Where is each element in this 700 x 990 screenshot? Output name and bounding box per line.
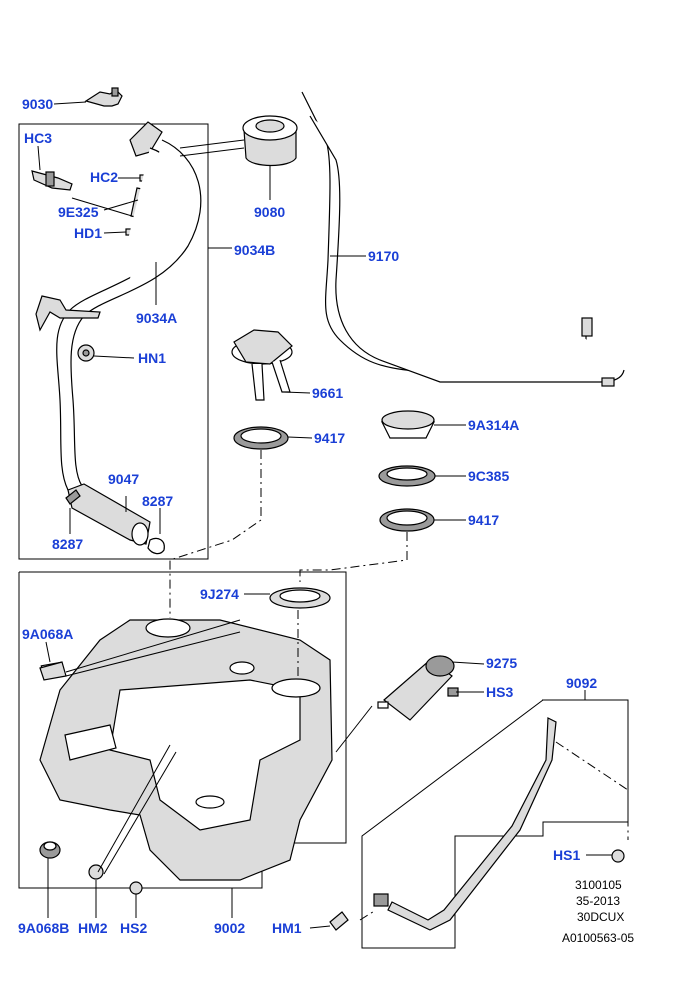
callout-9030: 9030 [22, 96, 53, 112]
callout-9e325: 9E325 [58, 204, 99, 220]
callout-hn1: HN1 [138, 350, 166, 366]
fuel-tank-9002 [39, 618, 333, 881]
callout-9417-lower: 9417 [468, 512, 499, 528]
callout-8287-left: 8287 [52, 536, 83, 552]
fuel-pump-module-9661 [231, 329, 293, 401]
callout-9002: 9002 [214, 920, 245, 936]
lock-ring-9j274 [269, 587, 331, 609]
ref-line-2: 35-2013 [576, 894, 620, 908]
callout-9a068a: 9A068A [22, 626, 73, 642]
callout-hm2: HM2 [78, 920, 108, 936]
callout-hc3: HC3 [24, 130, 52, 146]
callout-9275: 9275 [486, 655, 517, 671]
callout-9034a: 9034A [136, 310, 177, 326]
filler-neck-assembly [31, 121, 202, 555]
callout-9c385: 9C385 [468, 468, 509, 484]
filler-group-frame [18, 123, 209, 560]
callout-hs2: HS2 [120, 920, 147, 936]
assembly-line-e [359, 909, 377, 921]
callout-9661: 9661 [312, 385, 343, 401]
seal-9417-upper [233, 426, 289, 450]
ref-line-3: 30DCUX [577, 910, 624, 924]
assembly-line-a [169, 450, 262, 618]
callout-9417-upper: 9417 [314, 430, 345, 446]
assembly-line-b [299, 532, 408, 582]
ref-line-4: A0100563-05 [562, 931, 634, 945]
filler-housing-9080 [242, 115, 298, 167]
strap-group-frame [361, 699, 629, 949]
cover-9a314a [381, 410, 435, 439]
fastener-hs2 [129, 881, 143, 895]
tank-strap-9092 [373, 717, 557, 931]
fuel-filter-9275 [377, 655, 459, 721]
ref-line-1: 3100105 [575, 878, 622, 892]
callout-9034b: 9034B [234, 242, 275, 258]
callout-hm1: HM1 [272, 920, 302, 936]
callout-hs3: HS3 [486, 684, 513, 700]
lock-ring-9c385 [378, 465, 436, 487]
vent-valve-9030 [84, 87, 123, 107]
fastener-hs1 [611, 849, 625, 863]
callout-9j274: 9J274 [200, 586, 239, 602]
assembly-line-d [555, 741, 629, 840]
callout-8287-right: 8287 [142, 493, 173, 509]
callout-9092: 9092 [566, 675, 597, 691]
callout-9080: 9080 [254, 204, 285, 220]
callout-9170: 9170 [368, 248, 399, 264]
pad-9a068a [39, 661, 67, 681]
callout-9a068b: 9A068B [18, 920, 69, 936]
leader-lines [37, 101, 628, 929]
callout-9a314a: 9A314A [468, 417, 519, 433]
seal-9417-lower [379, 508, 435, 532]
callout-9047: 9047 [108, 471, 139, 487]
callout-hs1: HS1 [553, 847, 580, 863]
grommet-9a068b [39, 841, 61, 859]
callout-hc2: HC2 [90, 169, 118, 185]
fastener-hm1 [329, 911, 349, 931]
callout-hd1: HD1 [74, 225, 102, 241]
vapour-lines-9170 [301, 91, 625, 387]
